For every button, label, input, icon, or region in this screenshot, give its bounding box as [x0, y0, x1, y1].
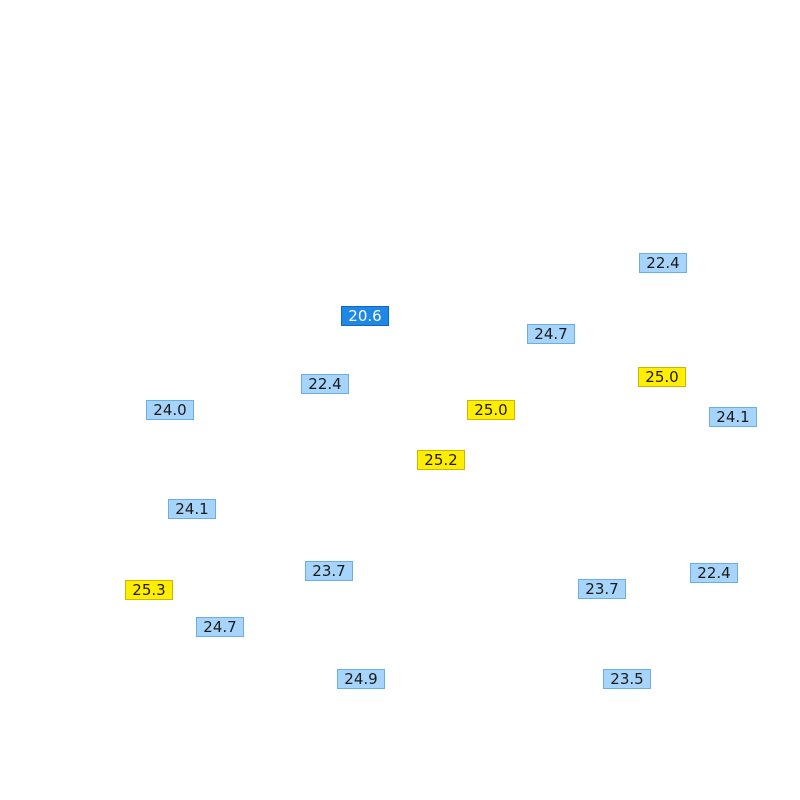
value-marker-high[interactable]: 25.2	[417, 450, 465, 470]
value-marker-mid[interactable]: 24.1	[709, 407, 757, 427]
value-marker-mid[interactable]: 24.7	[196, 617, 244, 637]
value-marker-mid[interactable]: 24.0	[146, 400, 194, 420]
value-marker-mid[interactable]: 24.7	[527, 324, 575, 344]
value-marker-high[interactable]: 25.0	[638, 367, 686, 387]
value-marker-mid[interactable]: 23.5	[603, 669, 651, 689]
value-marker-mid[interactable]: 22.4	[690, 563, 738, 583]
value-marker-high[interactable]: 25.0	[467, 400, 515, 420]
value-marker-mid[interactable]: 23.7	[578, 579, 626, 599]
value-marker-low[interactable]: 20.6	[341, 306, 389, 326]
value-marker-mid[interactable]: 24.9	[337, 669, 385, 689]
value-marker-high[interactable]: 25.3	[125, 580, 173, 600]
value-marker-mid[interactable]: 23.7	[305, 561, 353, 581]
value-marker-mid[interactable]: 24.1	[168, 499, 216, 519]
value-marker-mid[interactable]: 22.4	[639, 253, 687, 273]
value-marker-mid[interactable]: 22.4	[301, 374, 349, 394]
